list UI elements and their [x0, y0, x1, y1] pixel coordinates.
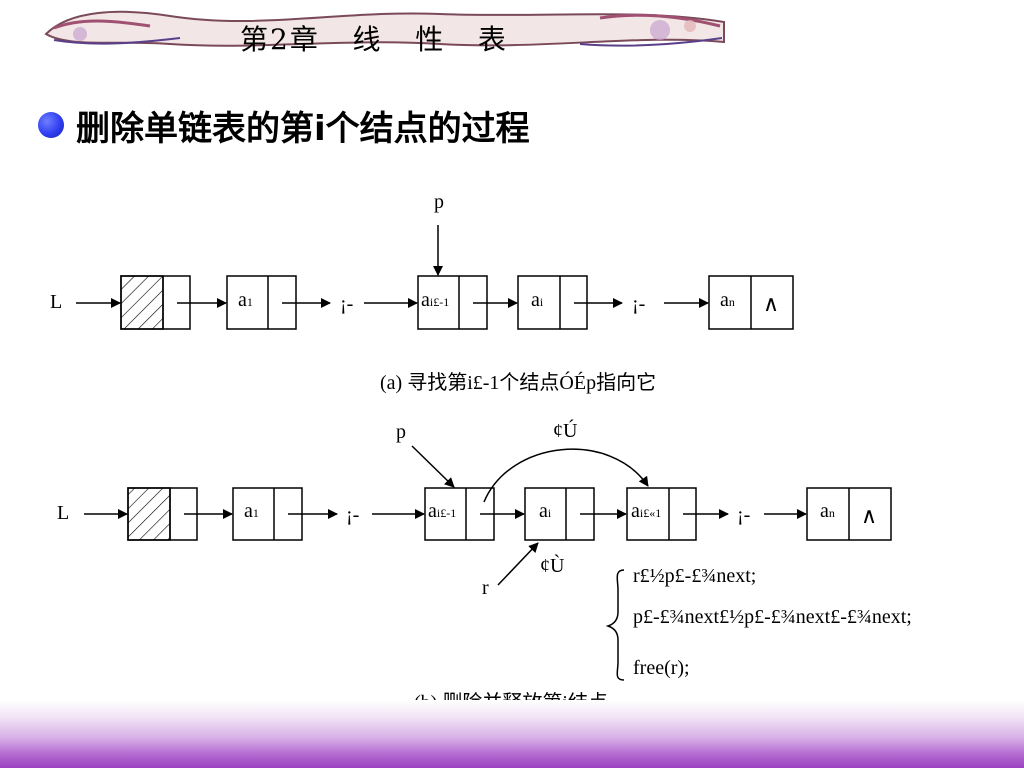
a-null-symbol: ∧ [763, 291, 779, 316]
chapter-banner: 第2章 线 性 表 [40, 4, 730, 56]
b-head-label: L [57, 502, 69, 524]
code-line-2: p£-£¾next£½p£-£¾next£-£¾next; [633, 606, 912, 628]
b-step-label-top: ¢Ú [553, 418, 578, 442]
a-node-ai-1-label: ai£-1 [421, 289, 450, 311]
b-pointer-p-arrow [411, 445, 455, 488]
a-ellipsis-1: ¡- [340, 293, 353, 315]
a-ellipsis-2: ¡- [632, 293, 645, 315]
b-bypass-arrow [483, 448, 649, 503]
b-null-symbol: ∧ [861, 503, 877, 528]
chapter-title: 第2章 线 性 表 [240, 23, 508, 56]
slide-heading: 删除单链表的第i个结点的过程 [38, 102, 530, 149]
b-step-label-bottom: ¢Ù [540, 553, 565, 577]
b-node-ai-label: ai [539, 500, 552, 522]
a-node-an-label: an [720, 289, 735, 311]
b-pointer-p: p [396, 421, 406, 443]
b-pointer-r: r [482, 577, 489, 599]
b-node-ai-1-label: ai£-1 [428, 500, 457, 522]
footer-gradient-bar [0, 700, 1024, 768]
b-ellipsis-1: ¡- [346, 504, 359, 526]
code-brace [605, 569, 625, 681]
linked-list-diagram: L ¡- ¡- ∧ p L ¡- [50, 191, 892, 681]
decorative-banner-image [44, 10, 725, 47]
bullet-icon [38, 112, 64, 138]
a-head-node-data [120, 275, 164, 330]
a-pointer-p: p [434, 191, 444, 213]
a-head-label: L [50, 291, 62, 313]
b-node-ai+1-label: ai£«1 [631, 500, 662, 522]
heading-text: 删除单链表的第i个结点的过程 [76, 108, 530, 149]
a-node-a1-label: a1 [238, 289, 253, 311]
a-node-ai-label: ai [531, 289, 544, 311]
code-line-3: free(r); [633, 657, 690, 679]
code-line-1: r£½p£-£¾next; [633, 565, 757, 587]
b-head-node-data [127, 487, 171, 541]
a-caption: (a) 寻找第i£-1个结点ÓÉp指向它 [380, 372, 657, 394]
b-node-a1-label: a1 [244, 500, 259, 522]
b-pointer-r-arrow [497, 542, 539, 586]
b-ellipsis-2: ¡- [737, 504, 750, 526]
b-node-an-label: an [820, 500, 835, 522]
